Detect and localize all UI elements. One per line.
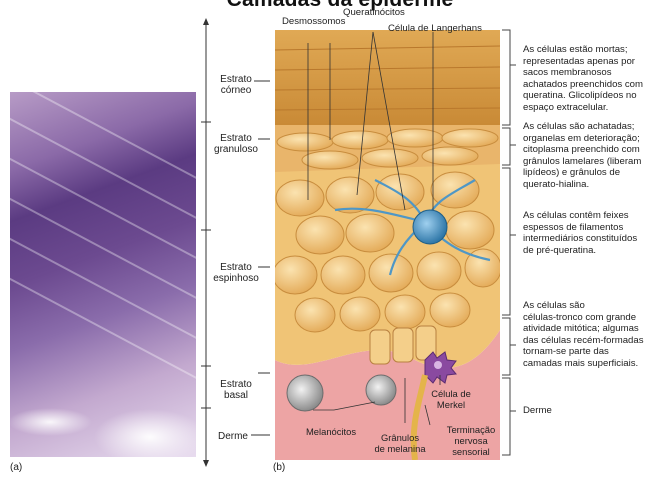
panel-a-label: (a) bbox=[10, 462, 22, 473]
layer-label-derme: Derme bbox=[213, 431, 253, 442]
label-derme-right: Derme bbox=[523, 405, 552, 417]
right-bracket-lines bbox=[500, 25, 520, 465]
description-granuloso: As células são achatadas;organelas em de… bbox=[523, 121, 646, 190]
histology-micrograph bbox=[10, 92, 196, 457]
label-queratinocitos: Queratinócitos bbox=[343, 7, 405, 18]
figure-title: Camadas da epiderme bbox=[130, 0, 550, 12]
label-langerhans: Célula de Langerhans bbox=[388, 23, 482, 34]
label-melanocitos: Melanócitos bbox=[306, 426, 356, 437]
label-desmossomos: Desmossomos bbox=[282, 16, 345, 27]
description-corneo: As células estão mortas;representadas ap… bbox=[523, 44, 646, 113]
